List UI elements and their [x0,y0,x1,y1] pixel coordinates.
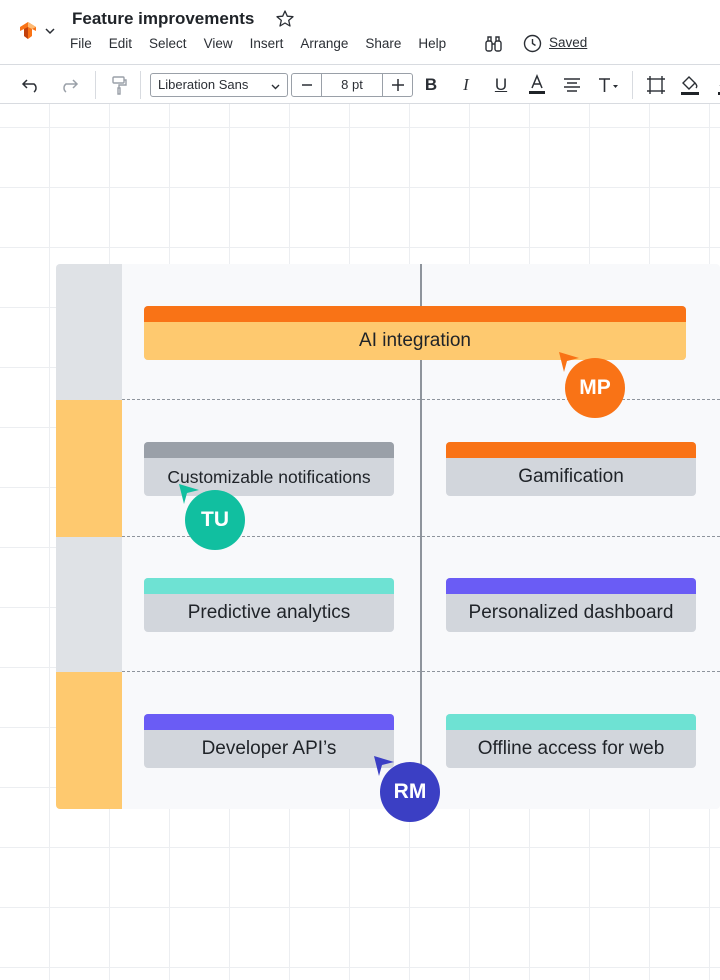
clock-icon[interactable] [523,34,542,53]
card-accent-bar [446,714,696,730]
format-toolbar: Liberation Sans 8 pt B I U [0,64,720,104]
toolbar-divider [632,71,633,99]
card-gamification[interactable]: Gamification [446,442,696,496]
card-label: Offline access for web [477,738,665,759]
card-label: Gamification [518,466,624,487]
lane-header[interactable] [56,264,122,400]
saved-status[interactable]: Saved [549,35,588,50]
decrease-size-button[interactable] [292,74,322,96]
menu-file[interactable]: File [70,36,92,51]
increase-size-button[interactable] [382,74,412,96]
card-ai-integration[interactable]: AI integration [144,306,686,360]
menu-select[interactable]: Select [149,36,187,51]
font-family-value: Liberation Sans [158,77,249,92]
toolbar-divider [95,71,96,99]
card-accent-bar [144,578,394,594]
swimlane-board[interactable]: AI integration Customizable notification… [56,264,720,809]
card-accent-bar [144,306,686,322]
menu-bar: File Edit Select View Insert Arrange Sha… [70,36,463,51]
star-icon[interactable] [275,9,295,29]
document-title[interactable]: Feature improvements [72,9,255,28]
app-logo-icon[interactable] [17,20,39,42]
menu-help[interactable]: Help [418,36,447,51]
toolbar-divider [140,71,141,99]
card-accent-bar [446,442,696,458]
card-offline-access[interactable]: Offline access for web [446,714,696,768]
font-size-stepper: 8 pt [291,73,413,97]
underline-icon[interactable]: U [494,75,508,94]
shape-select-icon[interactable] [645,74,667,96]
collaborator-cursor-tu: TU [179,484,245,550]
cursor-arrow-icon [179,484,199,504]
binoculars-icon[interactable] [484,34,503,53]
font-family-select[interactable]: Liberation Sans [150,73,288,97]
card-accent-bar [446,578,696,594]
lane-divider [122,671,720,672]
card-accent-bar [144,442,394,458]
lane-divider [122,399,720,400]
more-tools-icon[interactable] [711,74,720,96]
lane-header[interactable] [56,672,122,809]
text-color-icon[interactable] [526,74,548,96]
font-size-input[interactable]: 8 pt [341,77,363,92]
avatar: MP [565,358,625,418]
lane-header[interactable] [56,400,122,537]
collaborator-cursor-mp: MP [559,352,625,418]
card-label: Personalized dashboard [468,602,674,623]
bold-icon[interactable]: B [424,75,438,94]
card-personalized-dashboard[interactable]: Personalized dashboard [446,578,696,632]
card-accent-bar [144,714,394,730]
undo-icon[interactable] [20,74,42,96]
chevron-down-icon[interactable] [44,24,56,36]
chevron-down-icon [270,80,281,91]
paint-roller-icon[interactable] [108,74,130,96]
avatar: RM [380,762,440,822]
cursor-arrow-icon [559,352,579,372]
card-label: Developer API’s [201,738,337,759]
menu-insert[interactable]: Insert [249,36,284,51]
redo-icon[interactable] [58,74,80,96]
card-label: Predictive analytics [187,602,351,623]
align-icon[interactable] [561,74,583,96]
card-developer-apis[interactable]: Developer API’s [144,714,394,768]
collaborator-cursor-rm: RM [374,756,440,822]
lane-divider [122,536,720,537]
menu-view[interactable]: View [203,36,233,51]
menu-arrange[interactable]: Arrange [300,36,349,51]
text-options-icon[interactable] [597,74,619,96]
lane-header[interactable] [56,537,122,672]
diagram-canvas[interactable]: AI integration Customizable notification… [0,104,720,980]
italic-icon[interactable]: I [463,75,469,94]
menu-edit[interactable]: Edit [108,36,133,51]
card-predictive-analytics[interactable]: Predictive analytics [144,578,394,632]
paint-bucket-icon[interactable] [679,74,701,96]
avatar: TU [185,490,245,550]
cursor-arrow-icon [374,756,394,776]
card-label: Customizable notifications [167,466,371,487]
card-label: AI integration [144,322,686,360]
menu-share[interactable]: Share [365,36,402,51]
title-bar: Feature improvements File Edit Select Vi… [0,0,720,64]
